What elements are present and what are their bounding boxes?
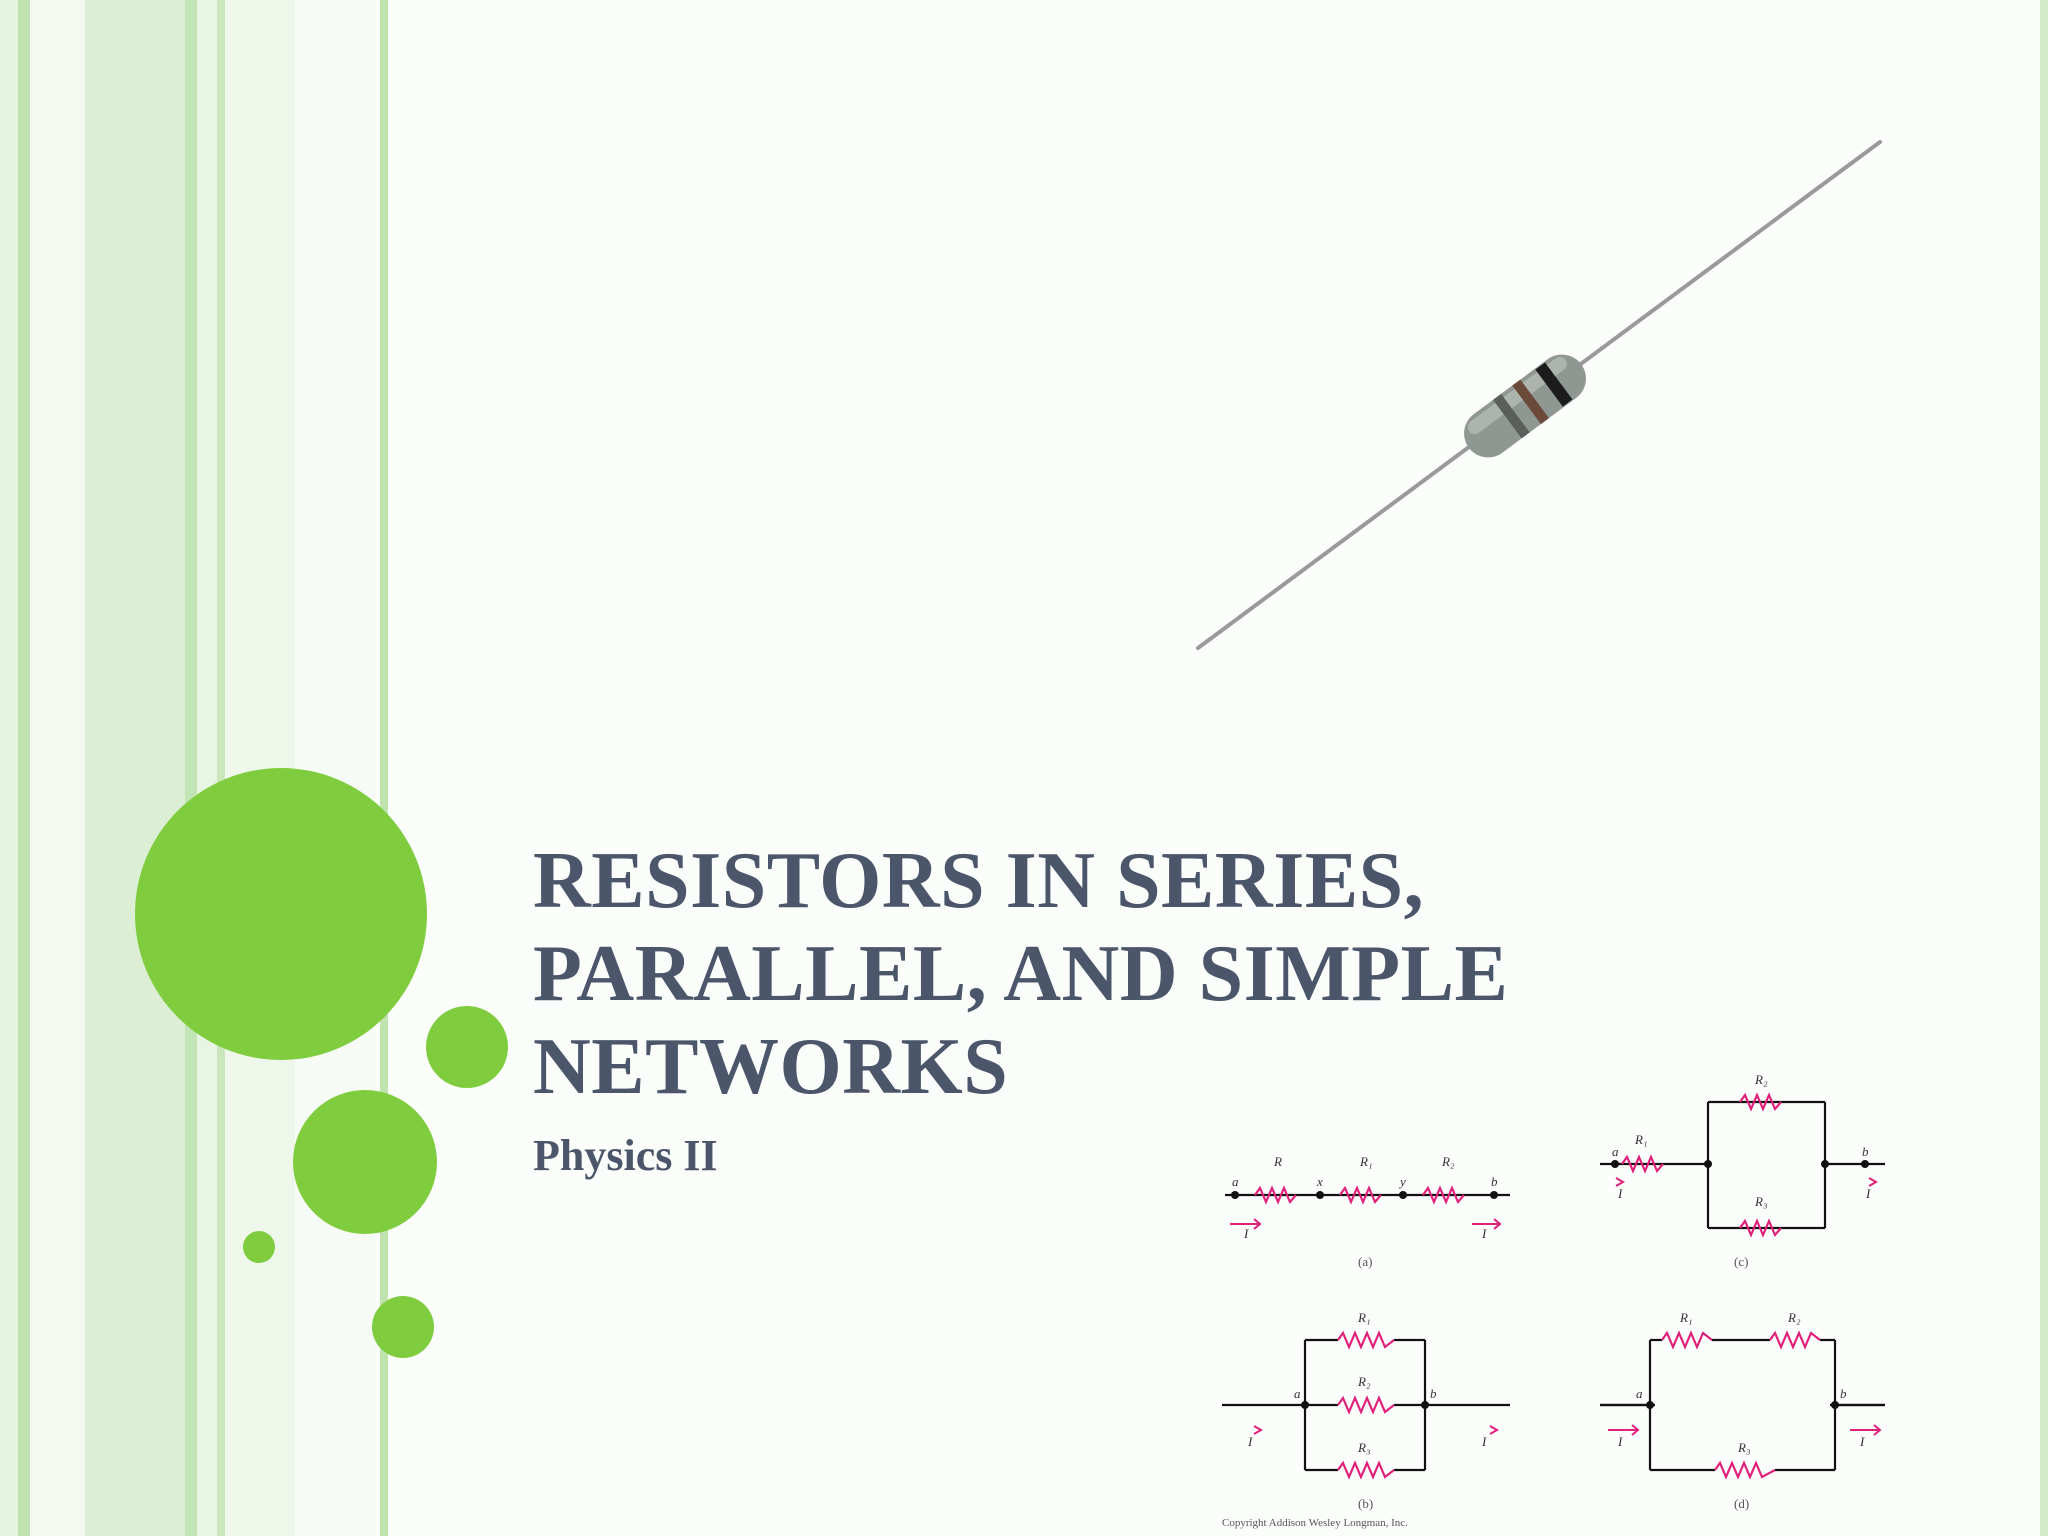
svg-text:(d): (d) [1734,1496,1749,1511]
medium-decorative-circle-2 [293,1090,437,1234]
svg-text:R₃: R₃ [1357,1440,1370,1455]
svg-text:a: a [1636,1386,1643,1401]
svg-text:I: I [1247,1434,1253,1449]
svg-text:I: I [1865,1186,1871,1201]
series-circuit-diagram: a R x R₁ y R₂ b I I (a) [1225,1154,1510,1269]
svg-text:I: I [1859,1434,1865,1449]
small-decorative-circle [243,1231,275,1263]
svg-text:(c): (c) [1734,1254,1748,1269]
svg-text:R₂: R₂ [1441,1154,1455,1169]
resistor-photo [1196,140,1882,650]
svg-text:a: a [1612,1144,1619,1159]
svg-text:R: R [1273,1154,1282,1169]
medium-decorative-circle [426,1006,508,1088]
svg-text:x: x [1316,1174,1323,1189]
slide-subtitle: Physics II [533,1131,718,1180]
slide-title: RESISTORS IN SERIES, PARALLEL, AND SIMPL… [533,837,1509,1111]
svg-text:b: b [1430,1386,1437,1401]
parallel-three-circuit-diagram: a b R₁ R₂ R₃ I I (b) Copyright Addison We… [1222,1310,1510,1529]
svg-text:I: I [1617,1434,1623,1449]
svg-text:a: a [1232,1174,1239,1189]
svg-text:I: I [1617,1186,1623,1201]
svg-text:R₂: R₂ [1357,1374,1371,1389]
svg-text:R₁: R₁ [1357,1310,1370,1325]
svg-text:R₃: R₃ [1754,1194,1767,1209]
small-decorative-circle-2 [372,1296,434,1358]
svg-text:R₂: R₂ [1787,1310,1801,1325]
svg-text:R₁: R₁ [1634,1132,1647,1147]
svg-text:R₃: R₃ [1737,1440,1750,1455]
svg-text:a: a [1294,1386,1301,1401]
svg-text:R₁: R₁ [1679,1310,1692,1325]
svg-text:R₁: R₁ [1359,1154,1372,1169]
parallel-two-circuit-diagram: a b R₂ R₃ R₁ I I (c) [1600,1072,1885,1269]
network-circuit-diagram: a b R₁ R₂ R₃ I I (d) [1600,1310,1885,1511]
svg-text:Copyright Addison Wesley Longm: Copyright Addison Wesley Longman, Inc. [1222,1517,1408,1529]
svg-text:R₂: R₂ [1754,1072,1768,1087]
svg-text:I: I [1243,1226,1249,1241]
svg-text:I: I [1481,1434,1487,1449]
svg-text:b: b [1491,1174,1498,1189]
svg-text:b: b [1840,1386,1847,1401]
svg-text:(a): (a) [1358,1254,1372,1269]
large-decorative-circle [135,768,427,1060]
svg-text:y: y [1398,1174,1406,1189]
svg-text:b: b [1862,1144,1869,1159]
circuit-diagrams: a R x R₁ y R₂ b I I (a) a b R₂ R₃ R₁ I I (… [1222,1072,1885,1529]
svg-text:(b): (b) [1358,1496,1373,1511]
svg-text:I: I [1481,1226,1487,1241]
